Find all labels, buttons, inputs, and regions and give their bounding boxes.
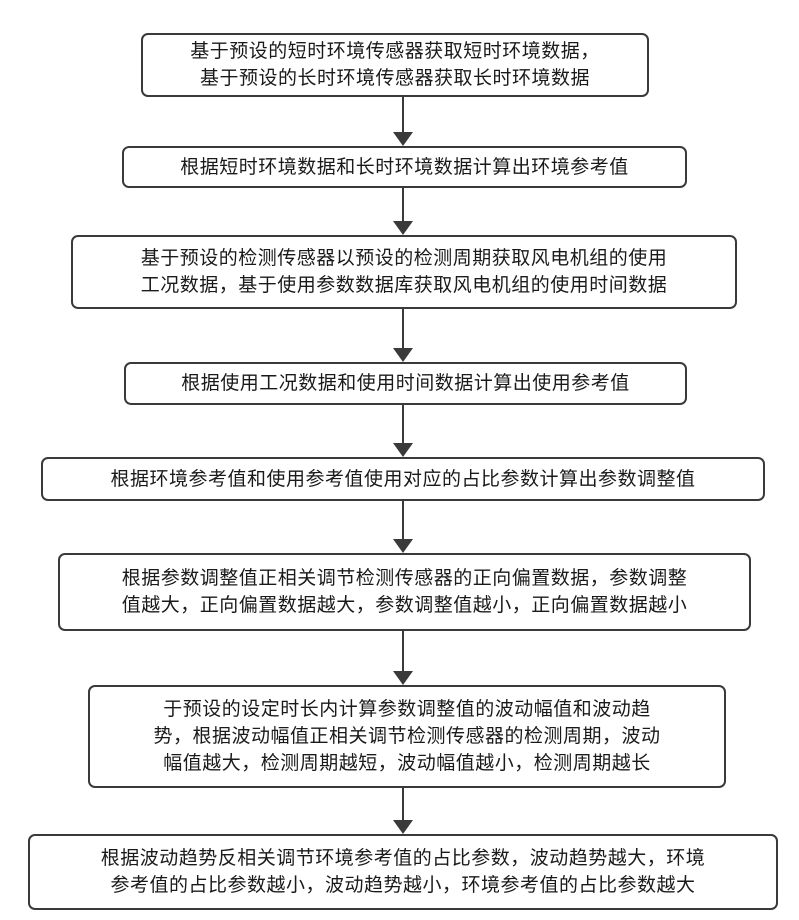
step-5-parameter-adjustment: 根据环境参考值和使用参考值使用对应的占比参数计算出参数调整值 bbox=[41, 457, 765, 501]
step-1-acquire-environment-data: 基于预设的短时环境传感器获取短时环境数据， 基于预设的长时环境传感器获取长时环境… bbox=[141, 33, 649, 97]
arrow-2-to-3 bbox=[393, 188, 413, 235]
arrowhead-icon bbox=[393, 443, 413, 457]
step-2-environment-reference: 根据短时环境数据和长时环境数据计算出环境参考值 bbox=[122, 146, 687, 188]
step-3-acquire-usage-data: 基于预设的检测传感器以预设的检测周期获取风电机组的使用 工况数据，基于使用参数数… bbox=[71, 235, 737, 309]
arrowhead-icon bbox=[393, 820, 413, 834]
arrowhead-icon bbox=[393, 539, 413, 553]
arrowhead-icon bbox=[393, 132, 413, 146]
step-6-adjust-forward-bias: 根据参数调整值正相关调节检测传感器的正向偏置数据，参数调整 值越大，正向偏置数据… bbox=[58, 553, 751, 631]
arrow-6-to-7 bbox=[393, 631, 413, 685]
step-4-usage-reference: 根据使用工况数据和使用时间数据计算出使用参考值 bbox=[124, 362, 687, 405]
step-8-adjust-proportion-parameter: 根据波动趋势反相关调节环境参考值的占比参数，波动趋势越大，环境 参考值的占比参数… bbox=[28, 834, 778, 910]
arrow-7-to-8 bbox=[393, 788, 413, 834]
arrowhead-icon bbox=[393, 348, 413, 362]
step-7-adjust-detection-period: 于预设的设定时长内计算参数调整值的波动幅值和波动趋 势，根据波动幅值正相关调节检… bbox=[88, 685, 726, 788]
arrow-5-to-6 bbox=[393, 501, 413, 553]
arrow-3-to-4 bbox=[393, 309, 413, 362]
arrow-4-to-5 bbox=[393, 405, 413, 457]
arrow-1-to-2 bbox=[393, 97, 413, 146]
arrowhead-icon bbox=[393, 671, 413, 685]
arrowhead-icon bbox=[393, 221, 413, 235]
